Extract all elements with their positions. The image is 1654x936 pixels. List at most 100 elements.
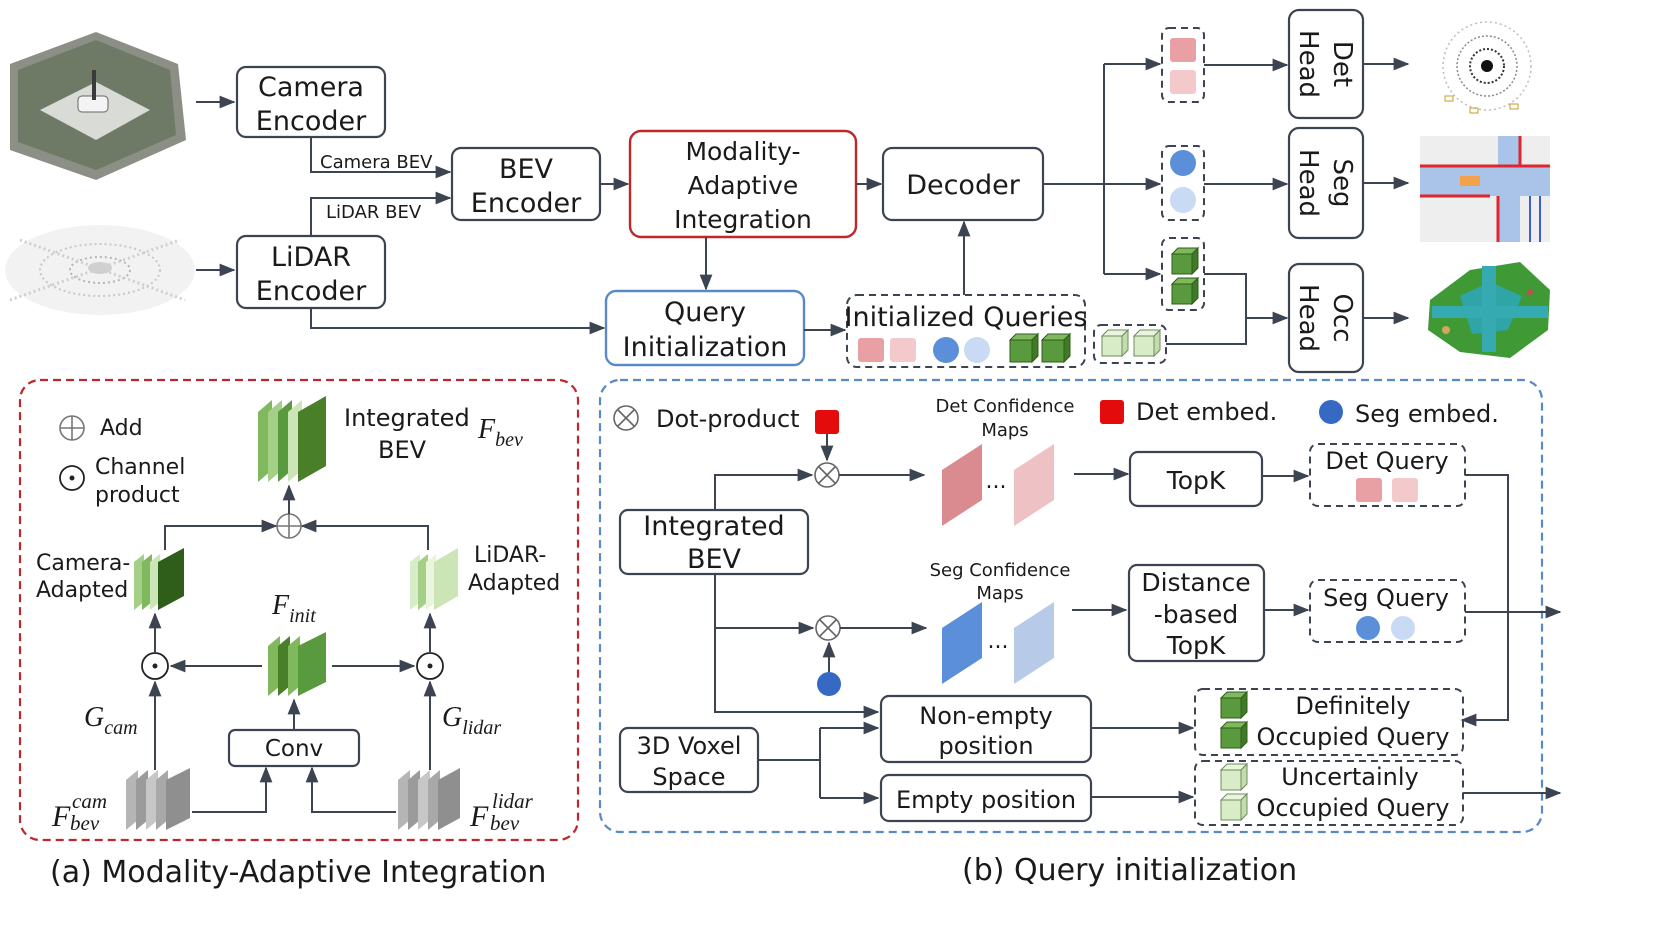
det-dot-product-node xyxy=(814,462,840,488)
g-lidar-symbol: Glidar xyxy=(442,702,501,739)
f-init-stack xyxy=(268,632,326,696)
camera-bev-label: Camera BEV xyxy=(320,152,433,173)
panel-a: Add Channel product Integrated BEV Fbev xyxy=(18,378,580,842)
occ-query-cube xyxy=(1040,332,1072,364)
det-output-image xyxy=(1420,6,1548,130)
uncertain-occ-queries-group xyxy=(1093,324,1167,364)
lidar-encoder-label-2: Encoder xyxy=(256,276,367,307)
query-initialization-box: Query Initialization xyxy=(604,289,806,367)
panel-a-caption: (a) Modality-Adaptive Integration xyxy=(50,855,546,890)
definitely-label-2: Occupied Query xyxy=(1257,723,1450,751)
topk-box: TopK xyxy=(1128,450,1264,508)
uncertainly-occupied-group: Uncertainly Occupied Query xyxy=(1194,760,1464,826)
det-map-1 xyxy=(942,444,982,526)
lidar-adapted-stack xyxy=(410,548,458,610)
det-head-label-2: Head xyxy=(1293,30,1323,98)
decoder-label: Decoder xyxy=(906,170,1021,201)
conv-box: Conv xyxy=(227,728,361,768)
mai-label-2: Adaptive xyxy=(688,171,799,200)
camera-adapted-label-2: Adapted xyxy=(36,578,128,603)
seg-query-token xyxy=(964,337,990,363)
channel-product-label-2: product xyxy=(95,483,180,508)
initialized-queries-group: Initialized Queries xyxy=(845,294,1088,368)
seg-map-2 xyxy=(1014,602,1054,684)
f-init-symbol: Finit xyxy=(271,590,316,627)
bev-encoder-label-1: BEV xyxy=(499,154,554,185)
seg-query-token xyxy=(933,337,959,363)
lidar-adapted-label-2: Adapted xyxy=(468,571,560,596)
f-lidar-sup: lidar xyxy=(492,789,534,813)
empty-position-label: Empty position xyxy=(896,786,1076,814)
integrated-bev-box: Integrated BEV xyxy=(618,508,810,576)
seg-conf-maps-label-2: Maps xyxy=(976,583,1023,604)
uncertainly-label-2: Occupied Query xyxy=(1257,794,1450,822)
camera-encoder-box: Camera Encoder xyxy=(235,65,387,139)
lidar-encoder-label-1: LiDAR xyxy=(271,242,351,273)
occ-head-label-2: Head xyxy=(1293,284,1323,352)
det-query-group: Det Query xyxy=(1309,443,1466,507)
f-lidar-sub: bev xyxy=(490,811,520,835)
det-query-label: Det Query xyxy=(1325,447,1448,475)
empty-position-box: Empty position xyxy=(879,773,1093,823)
det-ellipsis: ... xyxy=(986,469,1007,494)
distance-topk-box: Distance -based TopK xyxy=(1127,563,1266,663)
mai-label-1: Modality- xyxy=(685,137,800,166)
topk-label: TopK xyxy=(1166,466,1226,495)
distance-topk-label-2: -based xyxy=(1154,600,1239,629)
bev-encoder-box: BEV Encoder xyxy=(450,146,602,222)
decoder-box: Decoder xyxy=(881,146,1045,222)
query-init-label-2: Initialization xyxy=(623,332,788,363)
mai-box: Modality- Adaptive Integration xyxy=(628,129,858,239)
occ-output-image xyxy=(1428,262,1550,358)
dot-product-icon xyxy=(613,405,639,431)
det-query-token xyxy=(890,338,916,362)
channel-product-icon xyxy=(59,465,85,491)
integrated-bev-stack xyxy=(258,396,326,482)
seg-head-box: Seg Head xyxy=(1287,126,1365,240)
voxel-space-label-1: 3D Voxel xyxy=(637,732,742,760)
f-cam-sup: cam xyxy=(72,789,107,813)
add-node xyxy=(276,513,302,539)
occ-head-label-1: Occ xyxy=(1327,293,1357,342)
camera-encoder-label-1: Camera xyxy=(258,72,364,103)
det-embed-legend-icon xyxy=(1100,400,1124,424)
f-lidar-symbol: F xyxy=(469,800,489,833)
channel-product-node-lidar xyxy=(416,652,444,680)
occ-head-box: Occ Head xyxy=(1287,262,1365,374)
det-map-2 xyxy=(1014,444,1054,526)
voxel-space-label-2: Space xyxy=(652,763,725,791)
seg-head-label-1: Seg xyxy=(1327,158,1357,207)
det-head-label-1: Det xyxy=(1327,41,1357,87)
non-empty-label-2: position xyxy=(938,732,1033,760)
det-conf-maps-label-2: Maps xyxy=(981,420,1028,441)
integrated-bev-label-1: Integrated xyxy=(344,404,470,432)
occ-tokens-group xyxy=(1161,237,1205,311)
conv-label: Conv xyxy=(265,736,323,762)
seg-embed-legend-icon xyxy=(1319,400,1343,424)
add-label: Add xyxy=(100,416,143,441)
det-query-token xyxy=(858,338,884,362)
seg-query-label: Seg Query xyxy=(1323,584,1449,612)
seg-embed-label: Seg embed. xyxy=(1355,400,1499,428)
integrated-bev-b-label-2: BEV xyxy=(687,544,742,575)
seg-tokens-group xyxy=(1161,145,1205,221)
occ-query-cube xyxy=(1008,332,1040,364)
query-init-label-1: Query xyxy=(664,297,746,328)
seg-query-group: Seg Query xyxy=(1309,579,1466,643)
lidar-adapted-label-1: LiDAR- xyxy=(474,543,546,568)
initialized-queries-label: Initialized Queries xyxy=(845,302,1088,333)
voxel-space-box: 3D Voxel Space xyxy=(618,726,760,794)
det-embed-label: Det embed. xyxy=(1136,398,1277,426)
lidar-input-image xyxy=(5,225,195,315)
panel-b: Dot-product Det embed. Seg embed. Det Co… xyxy=(598,378,1562,834)
camera-bev-feature-stack xyxy=(126,768,190,830)
non-empty-label-1: Non-empty xyxy=(919,702,1053,730)
distance-topk-label-3: TopK xyxy=(1166,631,1226,660)
camera-input-image xyxy=(10,32,186,180)
det-embed-icon xyxy=(815,410,839,434)
f-cam-symbol: F xyxy=(51,800,71,833)
channel-product-node-cam xyxy=(141,652,169,680)
lidar-bev-feature-stack xyxy=(398,768,460,830)
f-bev-symbol: Fbev xyxy=(477,414,523,451)
